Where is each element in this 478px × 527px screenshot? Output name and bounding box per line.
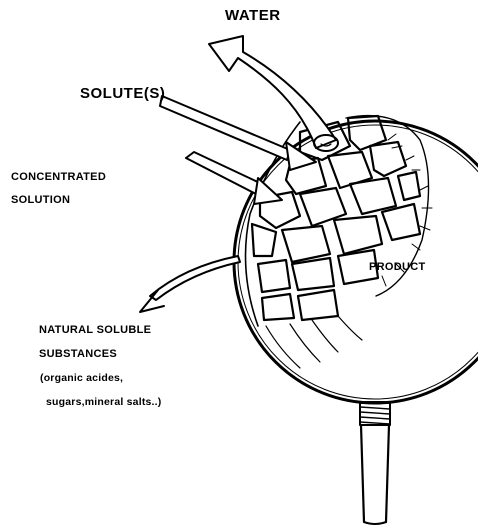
water-label: WATER (225, 8, 281, 23)
natural-substances-label-line2: SUBSTANCES (39, 349, 117, 360)
concentrated-solution-label-line1: CONCENTRATED (11, 172, 106, 183)
natural-substances-arrow (140, 256, 240, 312)
concentrated-solution-arrow (186, 152, 282, 204)
concentrated-solution-label-line2: SOLUTION (11, 195, 70, 206)
natural-substances-examples-line2: sugars,mineral salts..) (46, 397, 161, 408)
natural-substances-label-line1: NATURAL SOLUBLE (39, 325, 151, 336)
solutes-label: SOLUTE(S) (80, 86, 165, 101)
natural-substances-examples-line1: (organic acides, (40, 373, 123, 384)
magnifier-handle (360, 402, 390, 524)
product-label: PRODUCT (369, 262, 426, 273)
